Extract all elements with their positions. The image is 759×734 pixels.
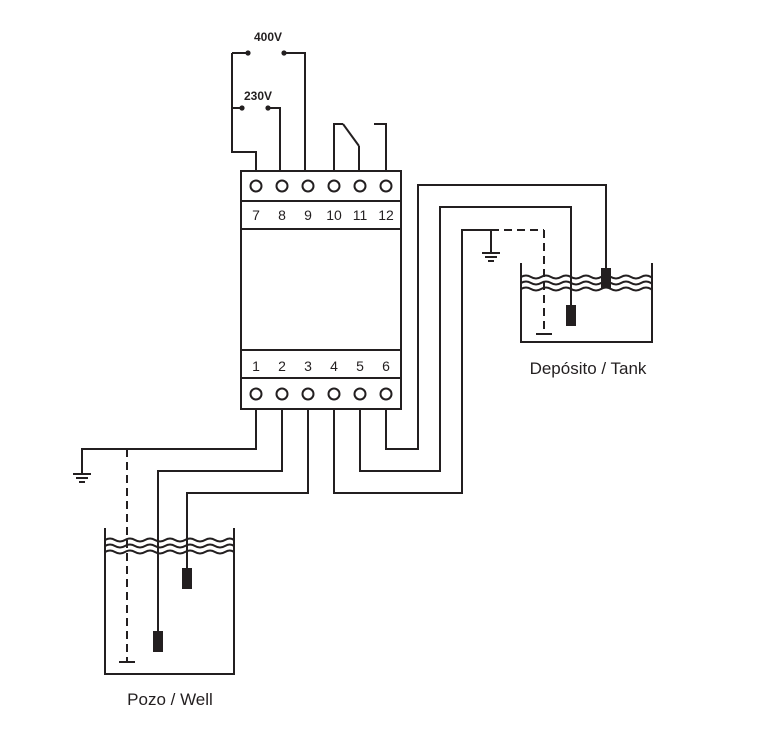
terminal-number-9: 9 xyxy=(304,207,312,223)
label-400v: 400V xyxy=(254,30,282,44)
terminal-number-12: 12 xyxy=(378,207,394,223)
top-terminal-numbers: 7 8 9 10 11 12 xyxy=(252,207,394,223)
terminal-number-3: 3 xyxy=(304,358,312,374)
terminal-screw xyxy=(379,387,393,401)
well-caption: Pozo / Well xyxy=(127,690,213,709)
well-water-surface xyxy=(104,537,235,555)
terminal-number-5: 5 xyxy=(356,358,364,374)
terminal-screw xyxy=(301,387,315,401)
tank-wiring xyxy=(333,184,607,494)
terminal-number-2: 2 xyxy=(278,358,286,374)
terminal-screw xyxy=(353,387,367,401)
tank-caption: Depósito / Tank xyxy=(530,359,647,378)
ground-icon xyxy=(73,473,91,483)
terminal-number-1: 1 xyxy=(252,358,260,374)
terminal-number-11: 11 xyxy=(353,207,368,223)
well-low-probe xyxy=(153,631,163,652)
bottom-terminal-screws xyxy=(249,387,393,401)
terminal-screw xyxy=(249,179,263,193)
well-high-probe xyxy=(182,568,192,589)
terminal-screw xyxy=(301,179,315,193)
label-230v: 230V xyxy=(244,89,272,103)
relay-contact xyxy=(333,123,387,172)
terminal-screw xyxy=(379,179,393,193)
tank-high-probe xyxy=(601,268,611,288)
terminal-screw xyxy=(249,387,263,401)
ground-icon xyxy=(482,252,500,262)
well-vessel xyxy=(104,528,235,675)
well-wiring xyxy=(81,409,309,662)
terminal-number-7: 7 xyxy=(252,207,260,223)
terminal-number-6: 6 xyxy=(382,358,390,374)
terminal-screw xyxy=(275,179,289,193)
terminal-number-10: 10 xyxy=(326,207,342,223)
terminal-screw xyxy=(327,387,341,401)
terminal-number-8: 8 xyxy=(278,207,286,223)
tank-water-surface xyxy=(520,274,653,292)
terminal-number-4: 4 xyxy=(330,358,338,374)
terminal-screw xyxy=(275,387,289,401)
top-terminal-screws xyxy=(249,179,393,193)
bottom-terminal-numbers: 1 2 3 4 5 6 xyxy=(252,358,390,374)
terminal-screw xyxy=(327,179,341,193)
tank-vessel xyxy=(520,263,653,343)
tank-low-probe xyxy=(566,305,576,326)
terminal-screw xyxy=(353,179,367,193)
supply-voltage-selector: 400V 230V xyxy=(231,30,306,172)
level-controller-module: 7 8 9 10 11 12 1 2 3 4 5 6 xyxy=(240,170,402,410)
